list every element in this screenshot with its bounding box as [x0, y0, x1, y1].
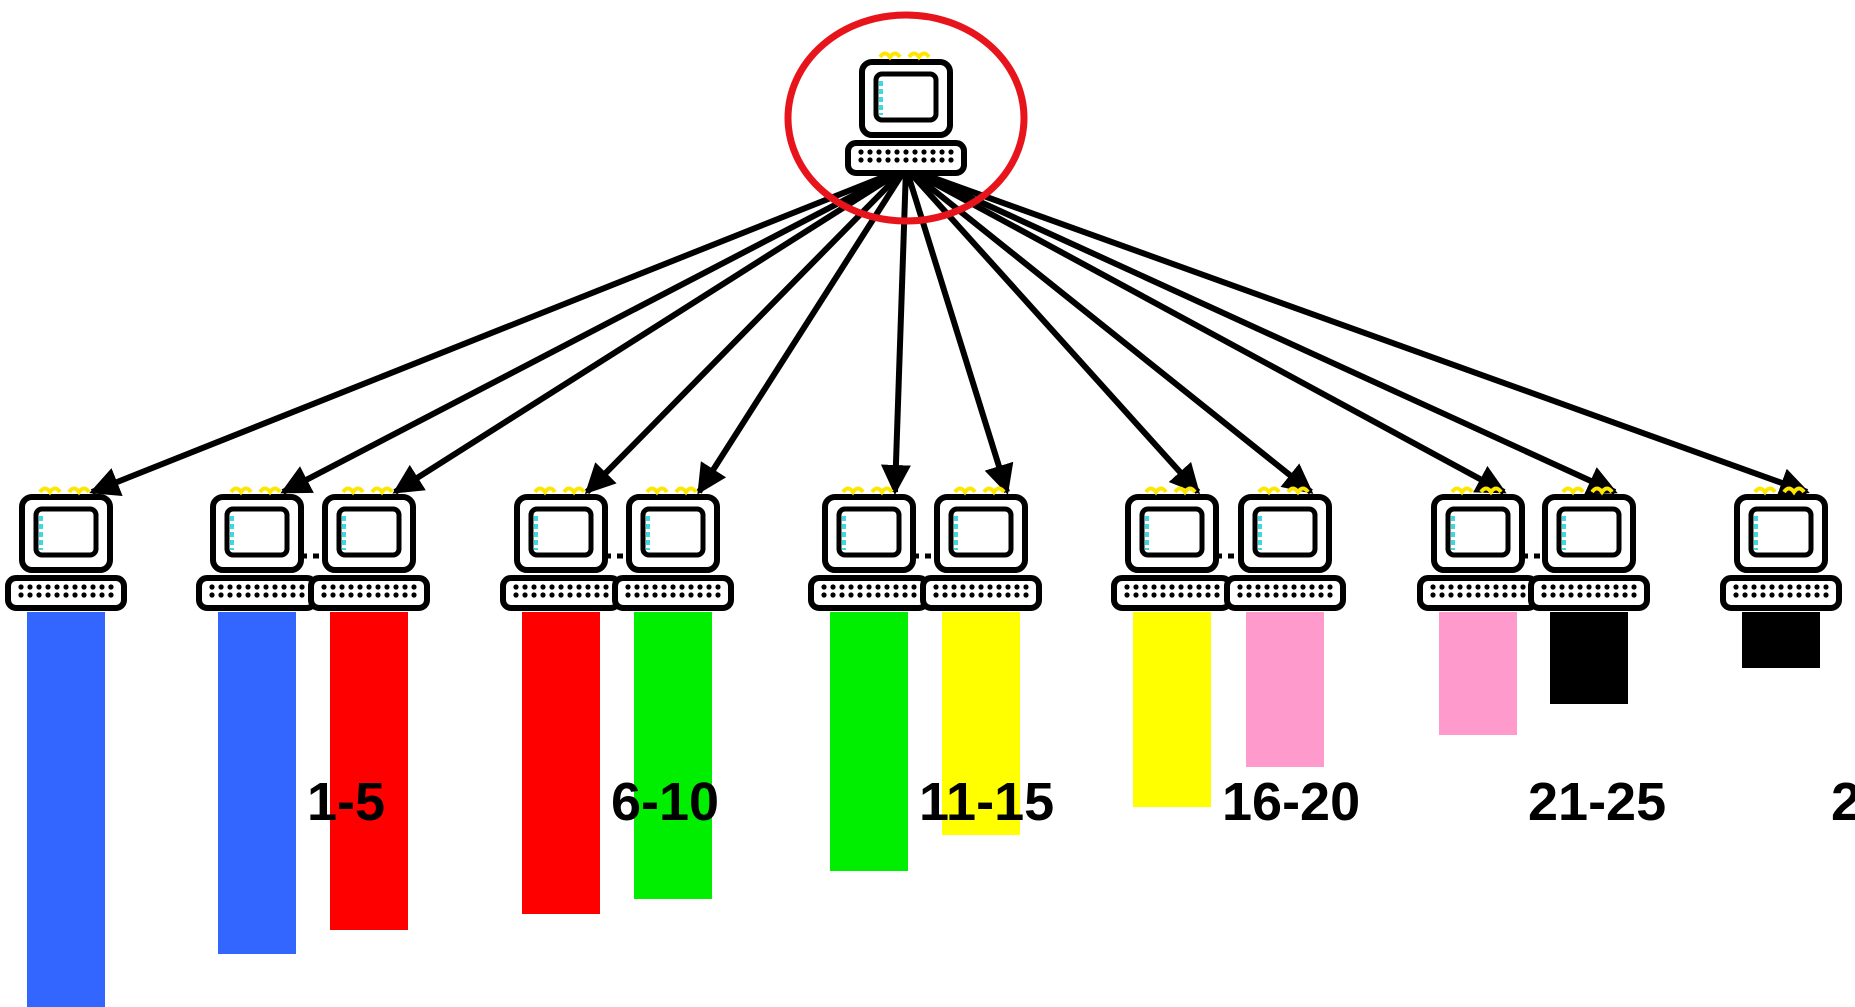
- group-label-26-30: 26-30: [1831, 772, 1855, 832]
- keyboard-keys: [858, 149, 954, 163]
- arrow-to-worker-8: [903, 165, 1201, 495]
- master-highlight-ring: [784, 11, 1028, 225]
- worker-computer-9: [1224, 486, 1346, 611]
- group-labels-layer: 1-5 6-10 11-15 16-20 21-25 26-30: [307, 772, 1855, 832]
- worker-computer-4: [500, 486, 622, 611]
- arrow-to-worker-2: [280, 165, 908, 495]
- keyboard-keys: [1541, 584, 1637, 598]
- group-label-21-25: 21-25: [1528, 772, 1666, 832]
- work-bar-6-10-2: [522, 612, 600, 914]
- worker-computer-3: [308, 486, 430, 611]
- work-bar-26-30-2: [1742, 612, 1820, 668]
- keyboard-keys: [1124, 584, 1220, 598]
- work-bar-11-15-2: [830, 612, 908, 871]
- worker-computer-12: [1720, 486, 1842, 611]
- work-bar-11-15-1: [634, 612, 712, 899]
- keyboard-keys: [18, 584, 114, 598]
- arrow-to-worker-11: [904, 165, 1618, 495]
- worker-computer-11: [1528, 486, 1650, 611]
- work-bar-21-25-1: [1246, 612, 1324, 767]
- arrow-to-worker-10: [904, 165, 1507, 495]
- keyboard-keys: [321, 584, 417, 598]
- group-label-11-15: 11-15: [919, 772, 1054, 832]
- worker-computer-5: [612, 486, 734, 611]
- work-bar-1-5-2: [218, 612, 296, 954]
- bars-layer: [27, 612, 1820, 1007]
- work-bar-16-20-2: [1133, 612, 1211, 807]
- keyboard-keys: [933, 584, 1029, 598]
- arrow-to-worker-12: [904, 165, 1810, 497]
- master-layer: [784, 11, 1028, 225]
- group-label-6-10: 6-10: [611, 772, 719, 832]
- arrow-to-worker-3: [392, 165, 908, 495]
- group-label-1-5: 1-5: [307, 772, 385, 832]
- computers-layer: [5, 486, 1842, 611]
- arrow-to-worker-9: [904, 165, 1314, 495]
- keyboard-keys: [625, 584, 721, 598]
- arrow-to-worker-1: [89, 165, 908, 496]
- work-bar-21-25-2: [1439, 612, 1517, 735]
- master-computer: [845, 51, 967, 176]
- keyboard-keys: [1430, 584, 1526, 598]
- arrow-to-worker-5: [696, 166, 909, 495]
- keyboard-keys: [209, 584, 305, 598]
- group-label-16-20: 16-20: [1222, 772, 1360, 832]
- worker-computer-10: [1417, 486, 1539, 611]
- worker-computer-6: [808, 486, 930, 611]
- work-bar-1-5-1: [27, 612, 105, 1007]
- worker-computer-8: [1111, 486, 1233, 611]
- keyboard-keys: [821, 584, 917, 598]
- arrow-to-worker-6: [880, 167, 911, 495]
- keyboard-keys: [513, 584, 609, 598]
- worker-computer-1: [5, 486, 127, 611]
- work-bar-26-30-1: [1550, 612, 1628, 704]
- work-bar-16-20-1: [942, 612, 1020, 835]
- master-computer-body: [845, 51, 967, 176]
- keyboard-keys: [1237, 584, 1333, 598]
- worker-computer-7: [920, 486, 1042, 611]
- keyboard-keys: [1733, 584, 1829, 598]
- arrows-layer: [89, 165, 1810, 497]
- work-bar-6-10-1: [330, 612, 408, 930]
- worker-computer-2: [196, 486, 318, 611]
- arrow-to-worker-4: [584, 165, 909, 495]
